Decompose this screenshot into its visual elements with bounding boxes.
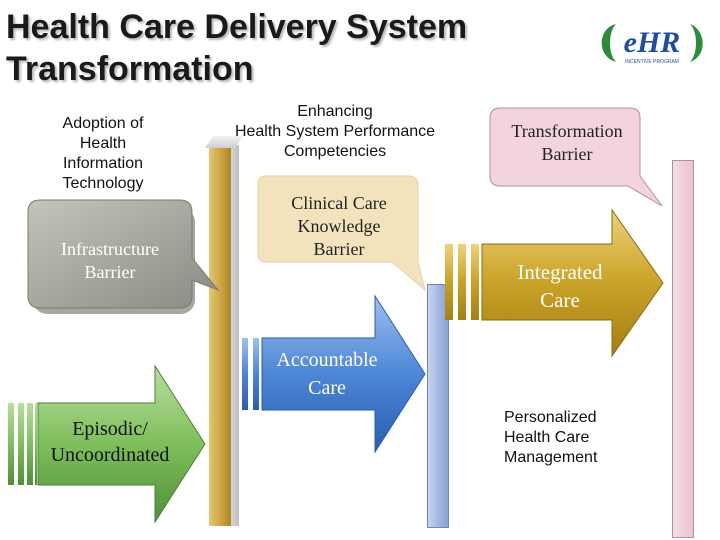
clinical-line-2: Knowledge — [297, 216, 381, 236]
logo-subtext: INCENTIVE PROGRAM — [625, 59, 679, 65]
episodic-line-1: Episodic/ — [72, 418, 148, 440]
clinical-callout — [257, 175, 426, 292]
adoption-line-2: Health — [79, 135, 127, 152]
personalized-line-2: Health Care — [504, 429, 590, 446]
accountable-arrow — [261, 294, 426, 454]
episodic-line-2: Uncoordinated — [50, 444, 170, 466]
episodic-arrow — [37, 364, 206, 524]
adoption-label: Adoption of Health Information Technolog… — [38, 114, 168, 194]
enhancing-line-1: Enhancing — [297, 103, 373, 120]
title-line-2: Transformation — [6, 50, 254, 88]
enhancing-line-2: Health System Performance — [234, 123, 436, 140]
gold-pillar — [209, 142, 231, 526]
clinical-callout-text: Clinical Care Knowledge Barrier — [262, 192, 416, 261]
transformation-callout — [489, 107, 663, 207]
green-stripes — [8, 403, 37, 485]
clinical-line-1: Clinical Care — [291, 193, 387, 213]
enhancing-label: Enhancing Health System Performance Comp… — [210, 102, 460, 162]
personalized-line-1: Personalized — [504, 409, 597, 426]
integrated-arrow — [481, 208, 664, 358]
adoption-line-3: Information — [62, 155, 144, 172]
infrastructure-callout-text: Infrastructure Barrier — [32, 238, 188, 284]
accountable-line-2: Care — [308, 377, 346, 399]
gold-stripes — [445, 244, 479, 320]
ehr-logo: eHR INCENTIVE PROGRAM — [601, 24, 703, 65]
personalized-label: Personalized Health Care Management — [504, 408, 632, 468]
gold-pillar-side — [231, 145, 239, 526]
enhancing-line-3: Competencies — [283, 143, 387, 160]
clinical-line-3: Barrier — [313, 239, 365, 259]
page-title: Health Care Delivery System Transformati… — [6, 6, 467, 90]
integrated-line-1: Integrated — [517, 260, 603, 284]
infrastructure-callout — [27, 199, 220, 309]
title-line-1: Health Care Delivery System — [6, 8, 468, 46]
personalized-line-3: Management — [504, 449, 598, 466]
blue-stripes — [242, 338, 259, 410]
transformation-line-1: Transformation — [511, 121, 623, 141]
episodic-arrow-text: Episodic/ Uncoordinated — [26, 416, 194, 468]
integrated-arrow-text: Integrated Care — [490, 258, 630, 314]
integrated-line-2: Care — [540, 288, 580, 312]
adoption-line-4: Technology — [62, 175, 144, 192]
infrastructure-line-1: Infrastructure — [61, 239, 159, 259]
pink-pillar — [672, 160, 694, 538]
infrastructure-line-2: Barrier — [84, 262, 136, 282]
accountable-arrow-text: Accountable Care — [252, 346, 402, 402]
accountable-line-1: Accountable — [276, 349, 378, 371]
logo-text: eHR — [624, 26, 681, 59]
transformation-line-2: Barrier — [541, 144, 593, 164]
adoption-line-1: Adoption of — [62, 115, 144, 132]
blue-pillar — [427, 284, 449, 528]
transformation-callout-text: Transformation Barrier — [492, 120, 642, 166]
